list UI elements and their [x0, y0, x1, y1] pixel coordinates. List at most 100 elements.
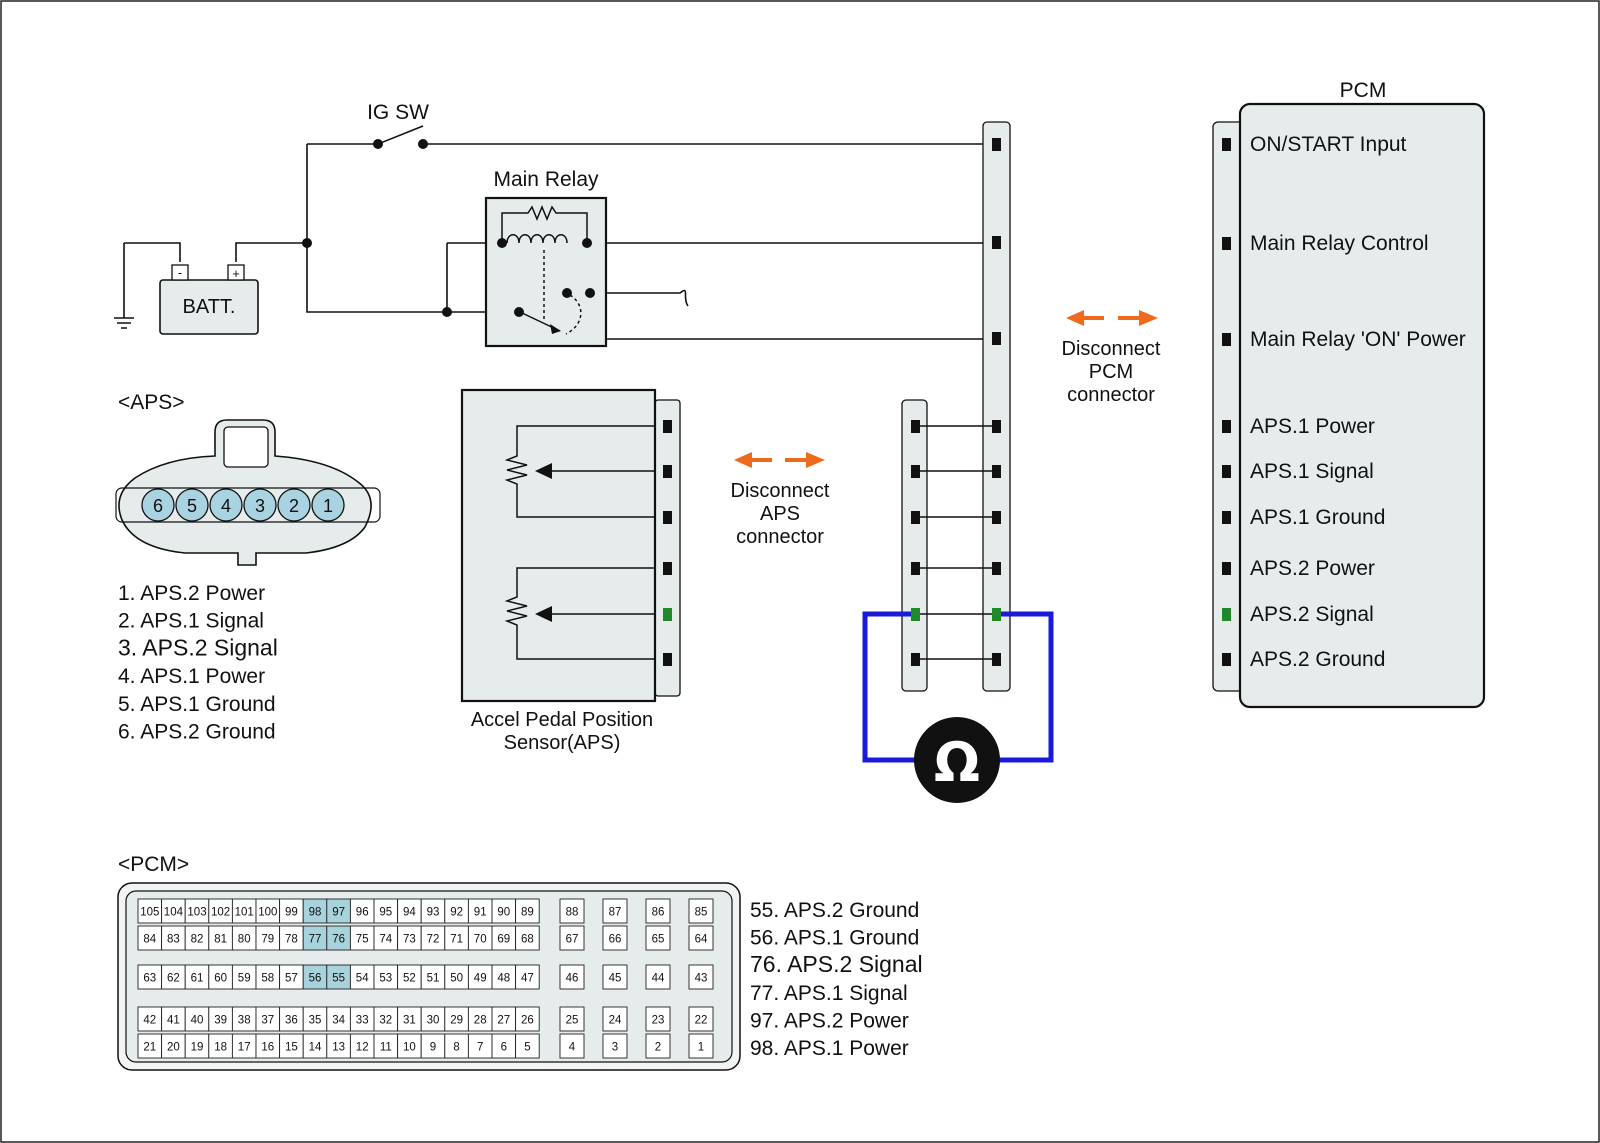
pcm-connector-pin-number: 94: [403, 907, 416, 919]
pcm-connector-pin-number: 68: [521, 934, 534, 946]
aps2-wiper-arrow: [535, 606, 552, 622]
ohmmeter: [914, 717, 1000, 803]
aps-connector-pin-row: [115, 487, 381, 523]
relay-coil-terminal-right: [582, 238, 592, 248]
harness-pin: [992, 420, 1001, 433]
pcm-connector-pin-number: 72: [427, 934, 440, 946]
pcm-connector-pin-number: 73: [403, 934, 416, 946]
battery-negative-wire: [124, 242, 181, 262]
harness-pin: [992, 138, 1001, 151]
pcm-connector-pin-number: 22: [695, 1015, 708, 1027]
pcm-connector-pin-number: 100: [258, 907, 277, 919]
pcm-connector-pin-number: 81: [214, 934, 227, 946]
pcm-connector-pin-number: 28: [474, 1015, 487, 1027]
aps-legend-item: 5. APS.1 Ground: [118, 693, 276, 716]
pcm-connector-pin-number: 62: [167, 973, 180, 985]
harness-pin: [992, 332, 1001, 345]
pcm-legend-item: 76. APS.2 Signal: [750, 951, 923, 977]
pcm-connector-pin: [515, 1033, 540, 1059]
pcm-connector-pin-number: 26: [521, 1015, 534, 1027]
pcm-pin: [1222, 420, 1231, 433]
relay-resistor: [501, 205, 588, 243]
pcm-connector-pin-number: 77: [309, 934, 322, 946]
aps-sensor-body: [460, 388, 657, 703]
pcm-connector-pin-number: 87: [609, 907, 622, 919]
pcm-connector-pin-number: 79: [261, 934, 274, 946]
arrow-left-head: [734, 452, 752, 468]
pcm-connector-pin-number: 36: [285, 1015, 298, 1027]
ohm-symbol: Ω: [934, 731, 980, 794]
disconnect-aps-line2: APS: [760, 503, 800, 525]
pcm-legend-item: 98. APS.1 Power: [750, 1037, 909, 1060]
junction-dots: [302, 238, 452, 317]
pcm-connector-pin-number: 102: [211, 907, 230, 919]
pcm-connector-pin-number: 35: [309, 1015, 322, 1027]
aps-sensor-pin-aps2-signal: [663, 608, 672, 621]
pcm-pin: [1222, 562, 1231, 575]
harness: Ω: [862, 121, 1054, 803]
pcm-connector-pin: [559, 1006, 585, 1032]
aps-legend-item: 2. APS.1 Signal: [118, 610, 264, 633]
pcm-connector-pin-number: 31: [403, 1015, 416, 1027]
pcm-connector-pin-number: 61: [191, 973, 204, 985]
pcm-connector-pin-number: 9: [430, 1042, 436, 1054]
main-relay-body: [484, 196, 608, 348]
pcm-legend-item: 55. APS.2 Ground: [750, 899, 919, 922]
pcm-connector-pin-number: 3: [612, 1042, 618, 1054]
ig-switch: IG SW: [367, 101, 429, 149]
pcm-connector-pin-number: 18: [214, 1042, 227, 1054]
pcm-connector-pin-number: 66: [609, 934, 622, 946]
aps-sensor-pin: [663, 420, 672, 433]
relay-contact-travel: [565, 294, 582, 335]
pcm-connector-pin-number: 84: [143, 934, 156, 946]
pcm-connector-pin: [688, 1006, 714, 1032]
pcm-pin: [1222, 237, 1231, 250]
harness-pin: [911, 511, 920, 524]
aps-sensor-connector-strip: [654, 399, 681, 697]
pcm-connector-pin-number: 40: [191, 1015, 204, 1027]
pcm-connector-pin-number: 105: [140, 907, 159, 919]
aps-legend-item: 6. APS.2 Ground: [118, 721, 276, 744]
pcm-connector-pin-number: 20: [167, 1042, 180, 1054]
arrow-right-head: [806, 452, 825, 468]
harness-pin: [992, 511, 1001, 524]
aps-connector-pin-number: 4: [221, 496, 231, 516]
pcm-pin: [1222, 608, 1231, 621]
battery-positive-terminal: [227, 264, 245, 281]
pcm-connector-pin: [602, 898, 628, 924]
battery-label: BATT.: [183, 296, 236, 318]
pcm-connector-pin-number: 5: [524, 1042, 530, 1054]
aps-legend-item: 3. APS.2 Signal: [118, 634, 278, 660]
pcm-connector-pin: [602, 1006, 628, 1032]
pcm-connector-pin-number: 15: [285, 1042, 298, 1054]
pcm-title: PCM: [1340, 79, 1387, 102]
battery-negative-terminal: [171, 264, 189, 281]
aps-sensor-label-line2: Sensor(APS): [504, 732, 621, 754]
pcm-connector-pin: [515, 964, 540, 990]
ground-symbol: [114, 243, 134, 329]
pcm-pin: [1222, 511, 1231, 524]
pcm-pin-label: APS.2 Ground: [1250, 648, 1385, 671]
pcm-connector-pin-number: 74: [379, 934, 392, 946]
aps-connector-pin: [277, 488, 311, 522]
disconnect-pcm-line2: PCM: [1089, 361, 1133, 383]
pcm-pin: [1222, 138, 1231, 151]
aps-legend-item: 4. APS.1 Power: [118, 665, 265, 688]
pcm-connector-pin-number: 78: [285, 934, 298, 946]
supply-bus-wire: [306, 144, 447, 313]
pcm-connector-pin-number: 43: [695, 973, 708, 985]
harness-pin: [992, 562, 1001, 575]
battery-plus-sign: +: [232, 266, 240, 281]
main-relay-label: Main Relay: [493, 168, 599, 191]
pcm-connector-pin-number: 86: [652, 907, 665, 919]
pcm-legend-item: 56. APS.1 Ground: [750, 927, 919, 950]
ig-switch-lever: [377, 125, 424, 145]
pcm-connector-pin-number: 39: [214, 1015, 227, 1027]
pcm-connector-pin-number: 30: [427, 1015, 440, 1027]
aps-connector-latch: [223, 426, 269, 468]
harness-pin: [911, 420, 920, 433]
pcm-connector-pin: [559, 898, 585, 924]
pcm-connector-pin-number: 7: [477, 1042, 483, 1054]
pcm-connector-pin-number: 23: [652, 1015, 665, 1027]
